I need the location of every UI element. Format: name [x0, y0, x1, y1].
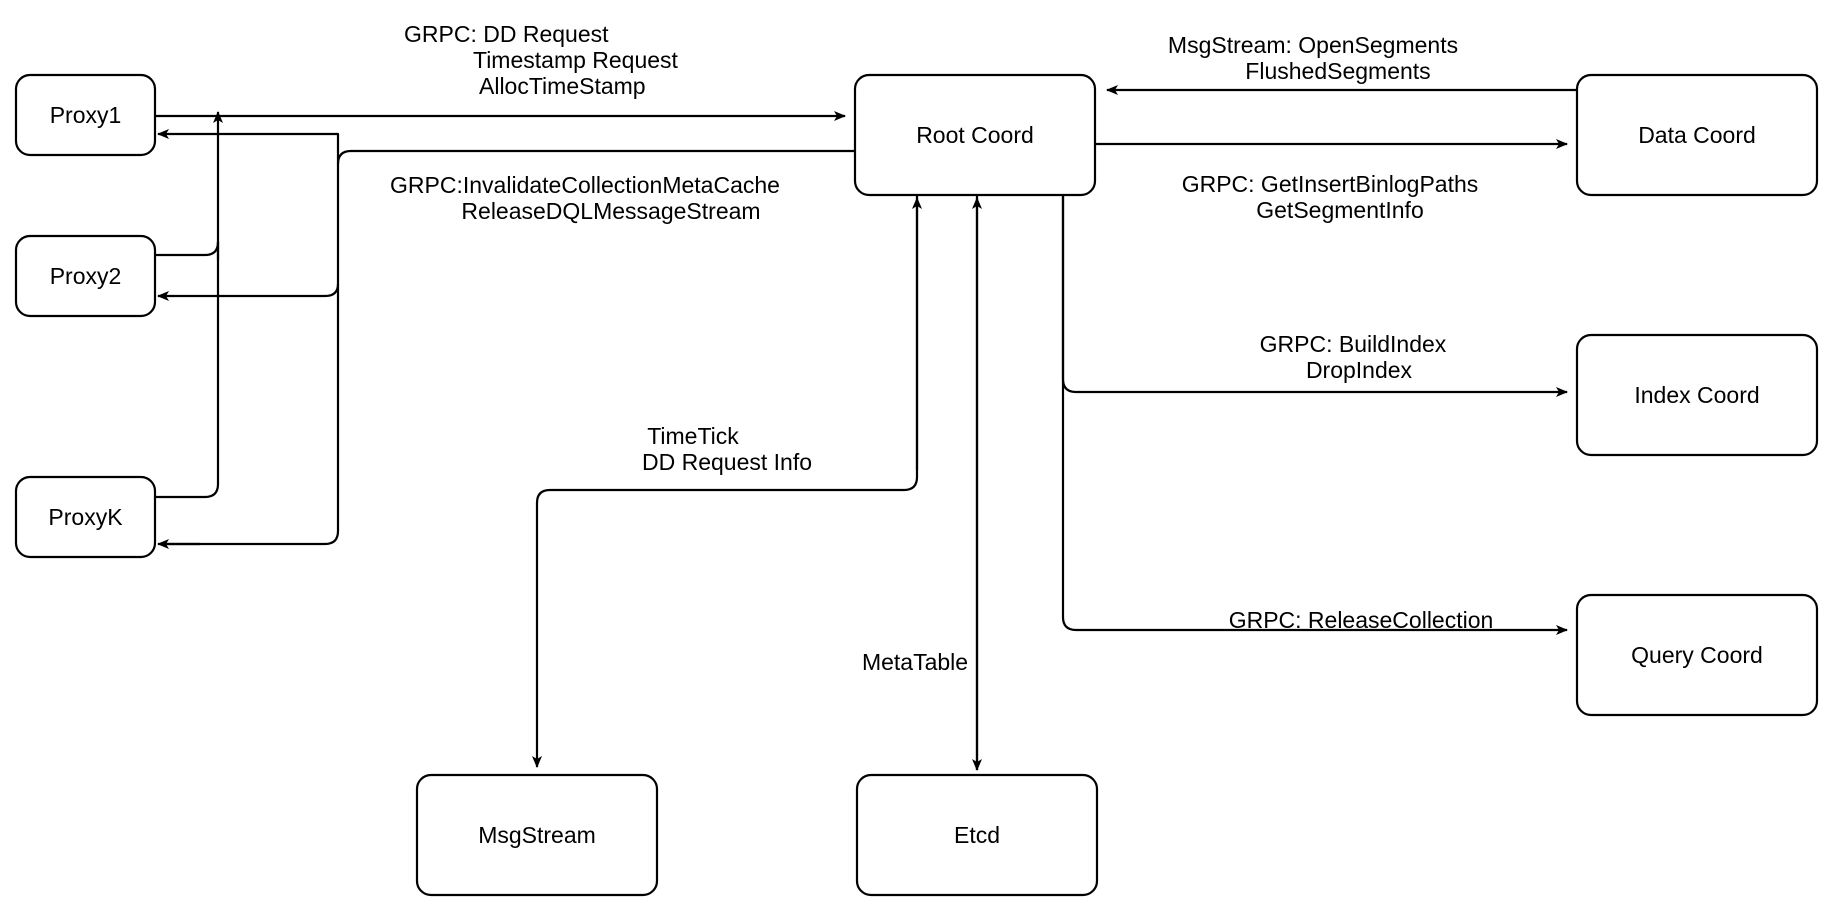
- label-rootcoord-to-indexcoord-line1: GRPC: BuildIndex: [1260, 331, 1447, 357]
- edge-proxyk-to-riser: [155, 242, 220, 499]
- label-rootcoord-to-msgstream-line2: DD Request Info: [642, 449, 812, 475]
- node-indexcoord[interactable]: Index Coord: [1575, 333, 1819, 457]
- label-rootcoord-to-proxy-line2: ReleaseDQLMessageStream: [461, 198, 760, 224]
- edge-rootcoord-to-querycoord: [1061, 195, 1568, 635]
- label-datacoord-to-rootcoord-line1: MsgStream: OpenSegments: [1168, 32, 1458, 58]
- node-proxyk-label: ProxyK: [48, 504, 123, 530]
- label-rootcoord-to-msgstream-line1: TimeTick: [647, 423, 739, 449]
- edge-proxy2-to-riser: [155, 241, 220, 257]
- node-datacoord-label: Data Coord: [1638, 122, 1756, 148]
- node-msgstream-label: MsgStream: [478, 822, 596, 848]
- label-rootcoord-to-datacoord: GRPC: GetInsertBinlogPaths GetSegmentInf…: [1182, 171, 1479, 223]
- label-rootcoord-to-proxy-line1: GRPC:InvalidateCollectionMetaCache: [390, 172, 780, 198]
- label-datacoord-to-rootcoord: MsgStream: OpenSegments FlushedSegments: [1168, 32, 1458, 84]
- label-rootcoord-to-querycoord-line1: GRPC: ReleaseCollection: [1229, 607, 1494, 633]
- node-proxy2-label: Proxy2: [50, 263, 122, 289]
- node-proxy2[interactable]: Proxy2: [14, 234, 157, 318]
- label-rootcoord-to-datacoord-line1: GRPC: GetInsertBinlogPaths: [1182, 171, 1479, 197]
- label-datacoord-to-rootcoord-line2: FlushedSegments: [1245, 58, 1430, 84]
- node-etcd-box[interactable]: [855, 773, 1099, 897]
- label-rootcoord-to-etcd: MetaTable: [862, 649, 968, 675]
- node-datacoord-box[interactable]: [1575, 73, 1819, 197]
- node-msgstream-box[interactable]: [415, 773, 659, 897]
- label-proxy-to-rootcoord-line2: Timestamp Request: [473, 47, 679, 73]
- label-rootcoord-to-indexcoord: GRPC: BuildIndex DropIndex: [1260, 331, 1447, 383]
- node-rootcoord-box[interactable]: [853, 73, 1097, 197]
- node-proxy1-label: Proxy1: [50, 102, 122, 128]
- node-querycoord[interactable]: Query Coord: [1575, 593, 1819, 717]
- label-rootcoord-to-etcd-line1: MetaTable: [862, 649, 968, 675]
- label-rootcoord-to-querycoord: GRPC: ReleaseCollection: [1229, 607, 1494, 633]
- node-proxy1-box[interactable]: [14, 73, 157, 157]
- node-querycoord-box[interactable]: [1575, 593, 1819, 717]
- node-indexcoord-box[interactable]: [1575, 333, 1819, 457]
- node-proxyk-box[interactable]: [14, 475, 157, 559]
- edge-rootcoord-to-msgstream: [532, 195, 919, 768]
- edge-rootcoord-to-proxy1: [157, 129, 340, 164]
- label-proxy-to-rootcoord-line3: AllocTimeStamp: [479, 73, 646, 99]
- node-rootcoord[interactable]: Root Coord: [853, 73, 1097, 197]
- label-rootcoord-to-datacoord-line2: GetSegmentInfo: [1256, 197, 1424, 223]
- node-indexcoord-label: Index Coord: [1634, 382, 1759, 408]
- node-etcd-label: Etcd: [954, 822, 1000, 848]
- node-etcd[interactable]: Etcd: [855, 773, 1099, 897]
- edge-rootcoord-to-proxy-bus: [165, 149, 855, 546]
- node-datacoord[interactable]: Data Coord: [1575, 73, 1819, 197]
- label-rootcoord-to-proxy: GRPC:InvalidateCollectionMetaCache Relea…: [390, 172, 780, 224]
- node-proxy1[interactable]: Proxy1: [14, 73, 157, 157]
- node-proxy2-box[interactable]: [14, 234, 157, 318]
- label-proxy-to-rootcoord: GRPC: DD Request Timestamp Request Alloc…: [404, 21, 679, 99]
- label-rootcoord-to-indexcoord-line2: DropIndex: [1306, 357, 1413, 383]
- edge-rootcoord-to-proxy2: [157, 283, 340, 301]
- node-proxyk[interactable]: ProxyK: [14, 475, 157, 559]
- node-rootcoord-label: Root Coord: [916, 122, 1034, 148]
- label-proxy-to-rootcoord-line1: GRPC: DD Request: [404, 21, 609, 47]
- node-msgstream[interactable]: MsgStream: [415, 773, 659, 897]
- label-rootcoord-to-msgstream: TimeTick DD Request Info: [642, 423, 812, 475]
- node-querycoord-label: Query Coord: [1631, 642, 1763, 668]
